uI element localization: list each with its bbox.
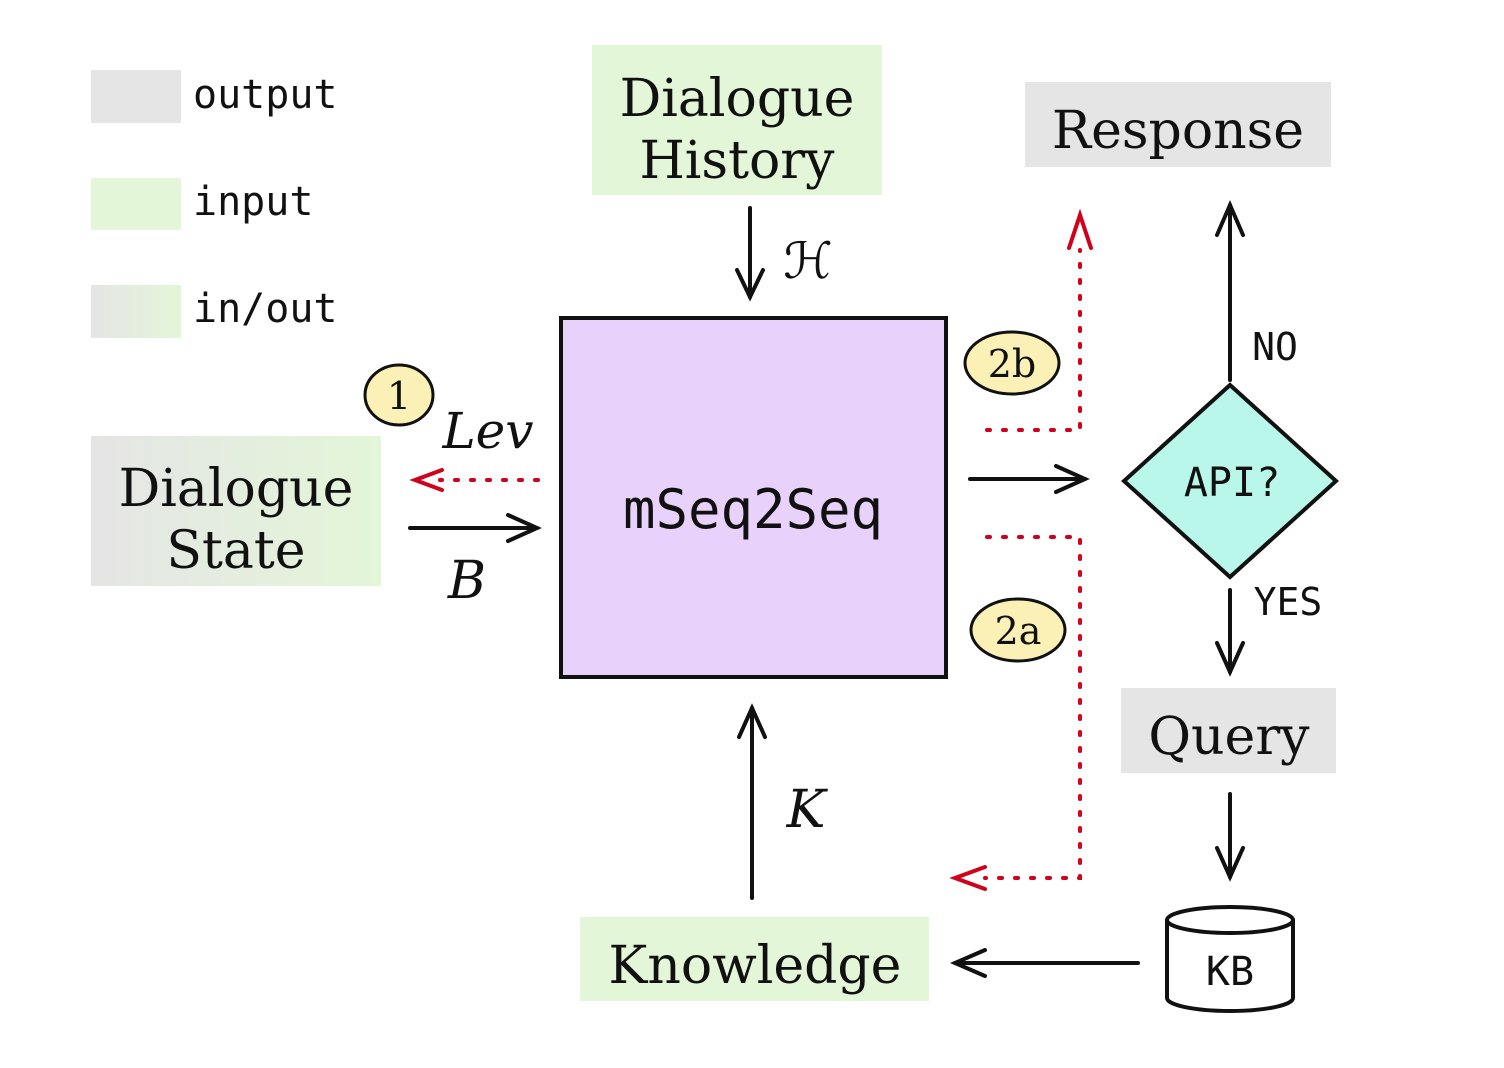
step2b-dotted-path (985, 208, 1093, 432)
step2a-badge-label: 2a (995, 609, 1042, 653)
dialogue-history-line1: Dialogue (620, 69, 855, 129)
step2b-badge-label: 2b (988, 342, 1037, 386)
state-to-model-arrow (408, 513, 542, 543)
response-node: Response (1025, 82, 1331, 167)
step1-badge: 1 (363, 363, 435, 427)
knowledge-symbol-label: K (786, 780, 829, 840)
legend: output input in/out (91, 70, 338, 338)
query-node: Query (1121, 688, 1336, 773)
kb-label: KB (1206, 949, 1254, 995)
kb-database-node: KB (1165, 905, 1295, 1013)
model-node: mSeq2Seq (559, 316, 948, 679)
step1-badge-label: 1 (387, 374, 411, 418)
knowledge-label: Knowledge (609, 936, 902, 996)
model-to-api-arrow (968, 464, 1090, 494)
api-to-response-arrow (1215, 199, 1245, 382)
history-to-model-arrow (735, 206, 765, 302)
query-label: Query (1148, 707, 1310, 767)
api-decision-node: API? (1121, 382, 1339, 580)
belief-state-label: B (447, 551, 486, 611)
no-branch-label: NO (1252, 325, 1298, 369)
dialogue-state-line2: State (166, 521, 305, 581)
lev-label: Lev (441, 402, 533, 460)
dialogue-state-node: Dialogue State (91, 436, 381, 586)
knowledge-to-model-arrow (737, 703, 767, 900)
api-to-query-arrow (1215, 588, 1245, 677)
legend-inout-label: in/out (193, 286, 338, 332)
legend-input-swatch (91, 178, 181, 230)
legend-input-label: input (193, 179, 313, 225)
dialogue-history-node: Dialogue History (592, 45, 882, 195)
step2a-badge: 2a (969, 597, 1067, 663)
knowledge-node: Knowledge (580, 917, 929, 1001)
history-symbol-label: ℋ (783, 232, 832, 290)
model-label: mSeq2Seq (623, 478, 883, 541)
response-label: Response (1052, 101, 1304, 161)
dialogue-state-line1: Dialogue (119, 459, 354, 519)
step2a-dotted-path (949, 535, 1082, 891)
step2b-badge: 2b (963, 330, 1061, 396)
yes-branch-label: YES (1254, 580, 1323, 624)
legend-output-label: output (193, 72, 338, 118)
api-decision-label: API? (1184, 460, 1280, 506)
legend-output-swatch (91, 70, 181, 123)
query-to-kb-arrow (1215, 792, 1245, 882)
lev-update-arrow (409, 468, 540, 492)
legend-inout-swatch (91, 285, 181, 338)
dialogue-history-line2: History (639, 131, 835, 191)
kb-to-knowledge-arrow (949, 948, 1140, 978)
